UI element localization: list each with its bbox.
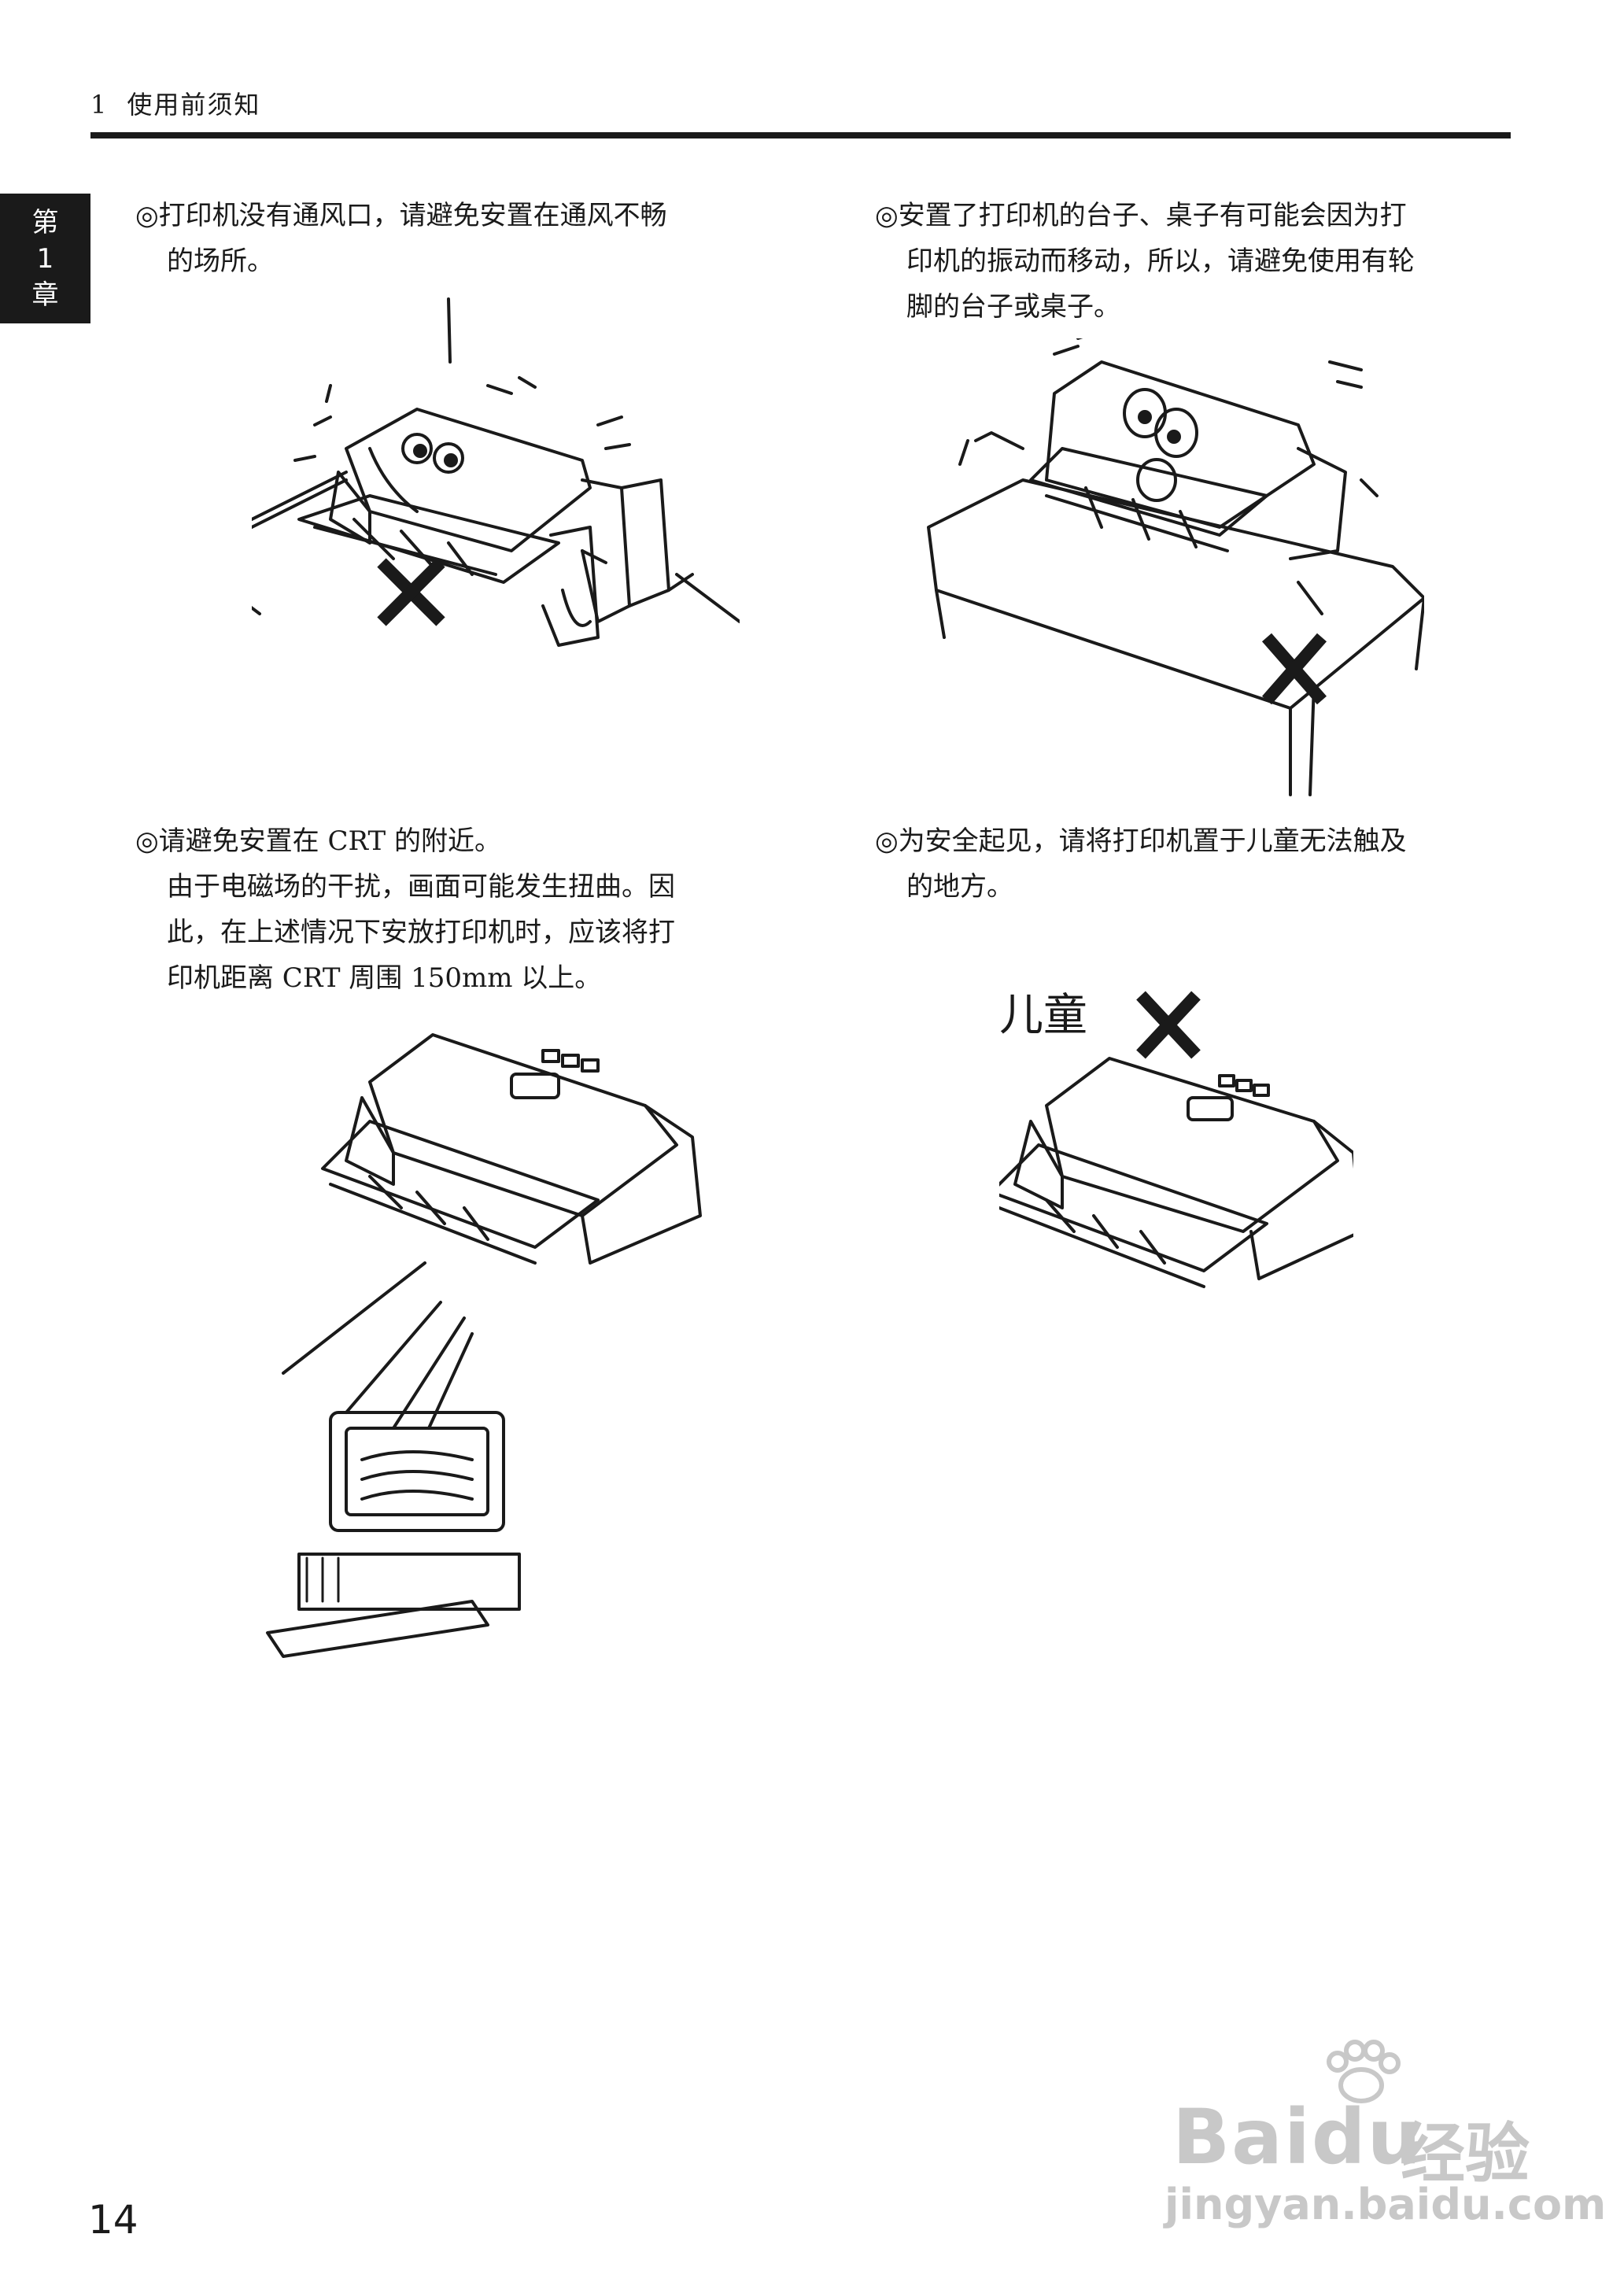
chapter-tab-bottom: 章 <box>31 279 59 311</box>
table-line-1: ◎安置了打印机的台子、桌子有可能会因为打 <box>875 200 1407 231</box>
ventilation-note: ◎打印机没有通风口，请避免安置在通风不畅 的场所。 <box>135 193 765 284</box>
baidu-watermark: Baidu 经验 jingyan.baidu.com <box>1164 2038 1606 2229</box>
crt-line-3: 此，在上述情况下安放打印机时，应该将打 <box>167 917 675 948</box>
crt-line-2: 由于电磁场的干扰，画面可能发生扭曲。因 <box>167 871 675 903</box>
illustration-ventilation <box>242 291 741 669</box>
chapter-tab-top: 第 <box>31 206 59 238</box>
illustration-children: 儿童 <box>999 980 1353 1318</box>
children-line-2: 的地方。 <box>906 871 1013 903</box>
children-label: 儿童 <box>999 990 1087 1041</box>
children-line-1: ◎为安全起见，请将打印机置于儿童无法触及 <box>875 825 1407 857</box>
header-rule <box>90 132 1511 138</box>
chapter-title: 使用前须知 <box>127 90 261 120</box>
running-header: 1 使用前须知 <box>90 85 260 121</box>
crt-line-1: ◎请避免安置在 CRT 的附近。 <box>135 825 501 857</box>
crt-line-4: 印机距离 CRT 周围 150mm 以上。 <box>167 962 602 994</box>
table-note: ◎安置了打印机的台子、桌子有可能会因为打 印机的振动而移动，所以，请避免使用有轮… <box>875 193 1520 330</box>
chapter-tab: 第 1 章 <box>0 194 90 323</box>
page-number: 14 <box>88 2197 138 2243</box>
table-line-2: 印机的振动而移动，所以，请避免使用有轮 <box>906 246 1415 277</box>
crt-note: ◎请避免安置在 CRT 的附近。 由于电磁场的干扰，画面可能发生扭曲。因 此，在… <box>135 818 781 1001</box>
illustration-crt <box>252 1003 724 1688</box>
illustration-table <box>921 329 1426 803</box>
chapter-tab-number: 1 <box>36 242 54 275</box>
children-note: ◎为安全起见，请将打印机置于儿童无法触及 的地方。 <box>875 818 1520 910</box>
paw-icon <box>1327 2040 1401 2103</box>
watermark-url: jingyan.baidu.com <box>1164 2180 1607 2229</box>
watermark-brand-cn: 经验 <box>1401 2117 1530 2191</box>
table-line-3: 脚的台子或桌子。 <box>906 291 1120 323</box>
watermark-brand: Baidu <box>1172 2093 1423 2181</box>
ventilation-line-1: ◎打印机没有通风口，请避免安置在通风不畅 <box>135 200 667 231</box>
ventilation-line-2: 的场所。 <box>167 246 274 277</box>
chapter-number: 1 <box>90 90 109 120</box>
